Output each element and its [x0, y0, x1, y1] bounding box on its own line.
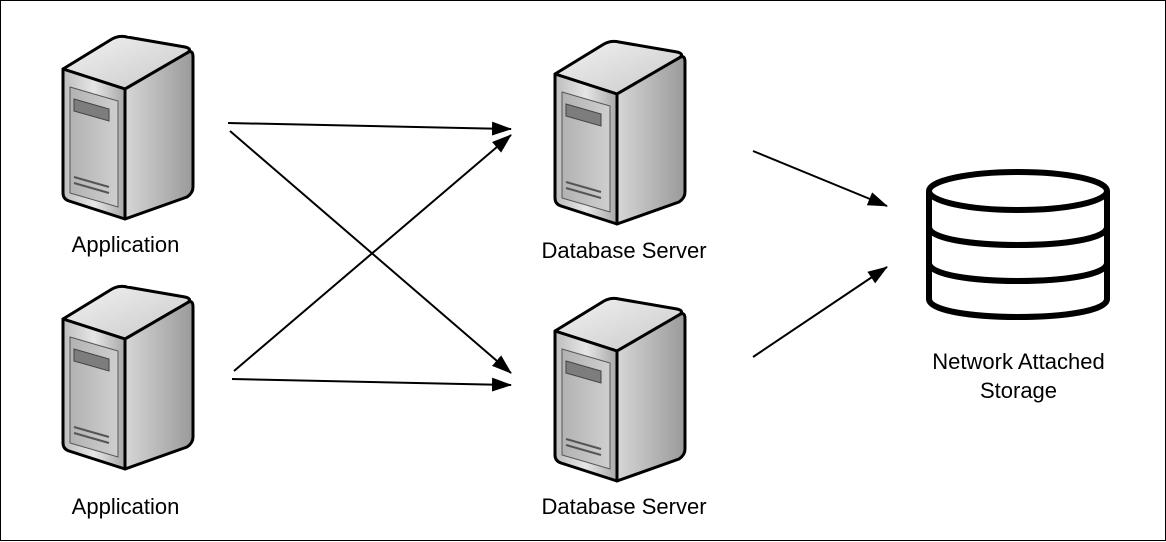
storage-cylinder-icon [926, 169, 1110, 320]
server-tower-icon [61, 284, 195, 471]
edge-application2-database2 [231, 377, 512, 392]
node-label-application-2: Application [71, 494, 180, 519]
storage-label-line-2: Storage [979, 378, 1058, 403]
node-label-network-attached-storage: Network Attached Storage [891, 347, 1146, 405]
edge-database1-storage [752, 150, 888, 207]
edge-application1-database2 [229, 130, 512, 374]
edge-application1-database1 [227, 121, 512, 136]
server-tower-icon [61, 34, 195, 221]
server-tower-icon [553, 296, 687, 483]
node-label-database-server-2: Database Server [541, 494, 707, 519]
node-label-application-1: Application [71, 232, 180, 257]
server-tower-icon [553, 39, 687, 226]
node-label-database-server-1: Database Server [541, 238, 707, 263]
storage-label-line-1: Network Attached [932, 349, 1105, 374]
edge-database2-storage [752, 266, 888, 358]
edge-application2-database1 [233, 134, 512, 372]
